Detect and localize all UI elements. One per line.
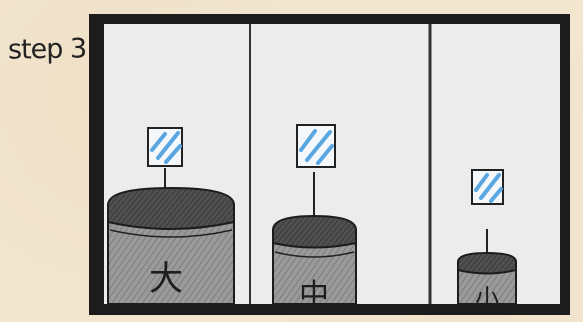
panel-label-large: 大 — [149, 259, 183, 299]
ice-cube-medium — [297, 125, 335, 167]
ice-cube-small — [472, 170, 503, 204]
frame-bottom-bar — [89, 304, 570, 315]
ice-cube-large — [148, 128, 182, 166]
